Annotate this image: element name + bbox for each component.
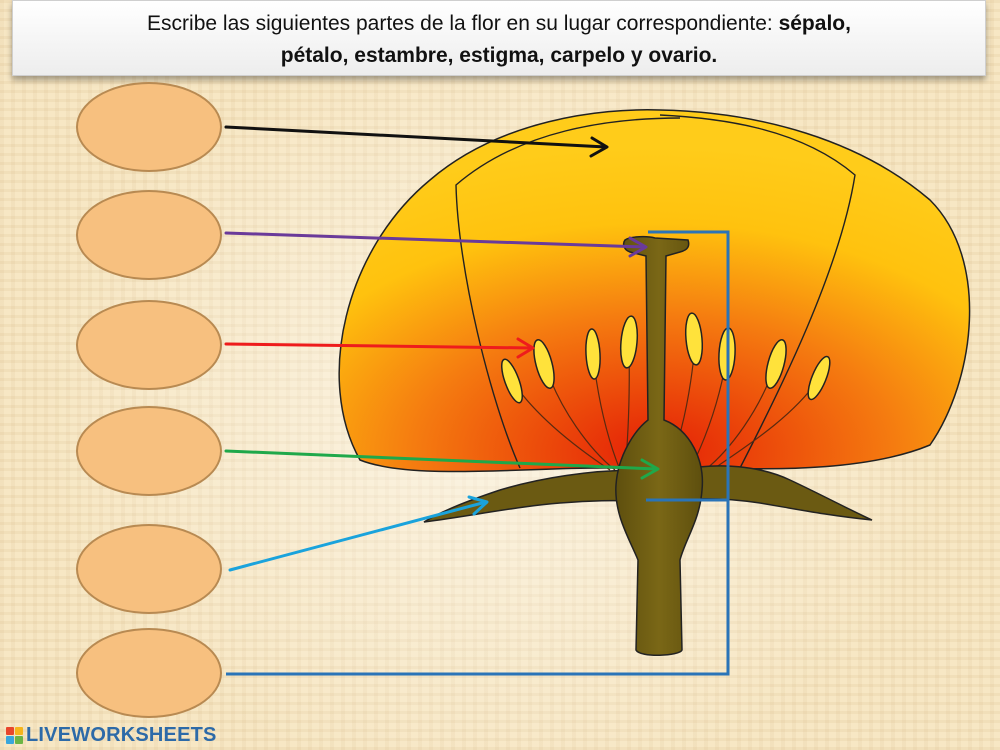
arrow-2 [224,231,648,258]
arrow-5 [228,495,489,572]
instruction-terms-1: sépalo, [778,12,851,35]
sepal-right [679,465,873,521]
answer-slot-5[interactable] [76,524,222,614]
arrow-1 [224,125,609,158]
answer-slot-6[interactable] [76,628,222,718]
answer-slot-2[interactable] [76,190,222,280]
brand-logo[interactable]: LIVEWORKSHEETS [6,724,217,746]
brand-name: LIVEWORKSHEETS [26,723,217,746]
arrow-4 [224,449,660,480]
arrow-3 [224,337,535,359]
petal-divider-left [455,117,681,469]
sepal-left [423,469,641,523]
answer-slot-1[interactable] [76,82,222,172]
brand-mark-icon [6,726,23,744]
anthers [500,312,831,404]
pointer-arrows [224,125,660,572]
carpel-bracket [226,230,730,676]
answer-slot-4[interactable] [76,406,222,496]
pistil [615,235,704,656]
answer-slot-3[interactable] [76,300,222,390]
petal-divider-right [659,114,856,469]
instruction-banner: Escribe las siguientes partes de la flor… [12,0,986,76]
instruction-text: Escribe las siguientes partes de la flor… [147,12,779,35]
instruction-terms-2: pétalo, estambre, estigma, carpelo y ova… [280,44,718,67]
